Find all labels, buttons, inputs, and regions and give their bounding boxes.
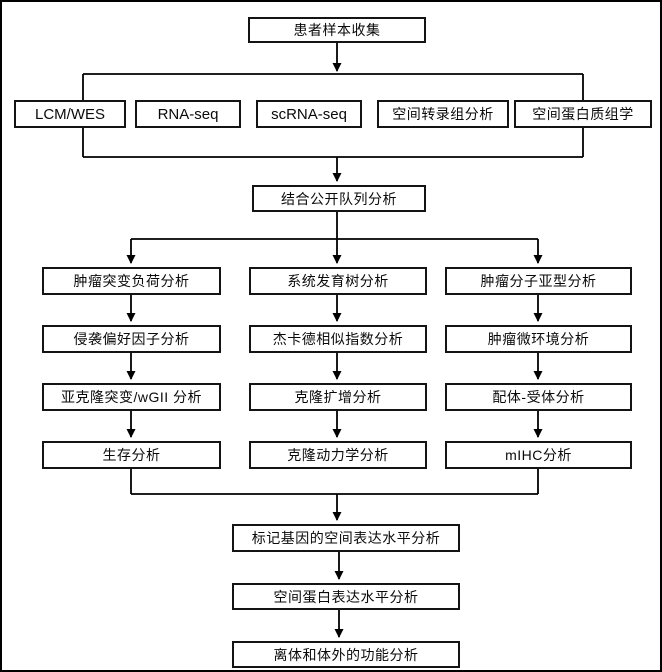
- node-rna-seq: RNA-seq: [135, 100, 241, 128]
- node-marker-gene-spatial-expression: 标记基因的空间表达水平分析: [232, 524, 460, 552]
- node-public-cohort-analysis: 结合公开队列分析: [252, 185, 426, 212]
- node-invasion-preference-factor: 侵袭偏好因子分析: [42, 325, 221, 353]
- node-spatial-protein-expression: 空间蛋白表达水平分析: [232, 583, 460, 610]
- node-ligand-receptor: 配体-受体分析: [445, 383, 632, 411]
- node-jaccard-similarity-index: 杰卡德相似指数分析: [249, 325, 427, 353]
- node-clonal-dynamics: 克隆动力学分析: [249, 441, 427, 469]
- node-molecular-subtype: 肿瘤分子亚型分析: [445, 267, 632, 295]
- node-spatial-proteomics: 空间蛋白质组学: [514, 100, 652, 128]
- node-survival-analysis: 生存分析: [42, 441, 221, 469]
- node-phylogenetic-tree: 系统发育树分析: [249, 267, 427, 295]
- node-clonal-expansion: 克隆扩增分析: [249, 383, 427, 411]
- node-tumor-mutation-burden: 肿瘤突变负荷分析: [42, 267, 221, 295]
- node-patient-sample-collection: 患者样本收集: [248, 17, 426, 43]
- node-subclonal-mutation-wgii: 亚克隆突变/wGII 分析: [42, 383, 221, 411]
- node-spatial-transcriptomics: 空间转录组分析: [377, 100, 509, 128]
- node-tumor-microenvironment: 肿瘤微环境分析: [445, 325, 632, 353]
- node-lcm-wes: LCM/WES: [14, 100, 126, 128]
- node-mihc-analysis: mIHC分析: [445, 441, 632, 469]
- node-scrna-seq: scRNA-seq: [256, 100, 362, 128]
- node-ex-vivo-in-vitro-functional: 离体和体外的功能分析: [232, 641, 460, 668]
